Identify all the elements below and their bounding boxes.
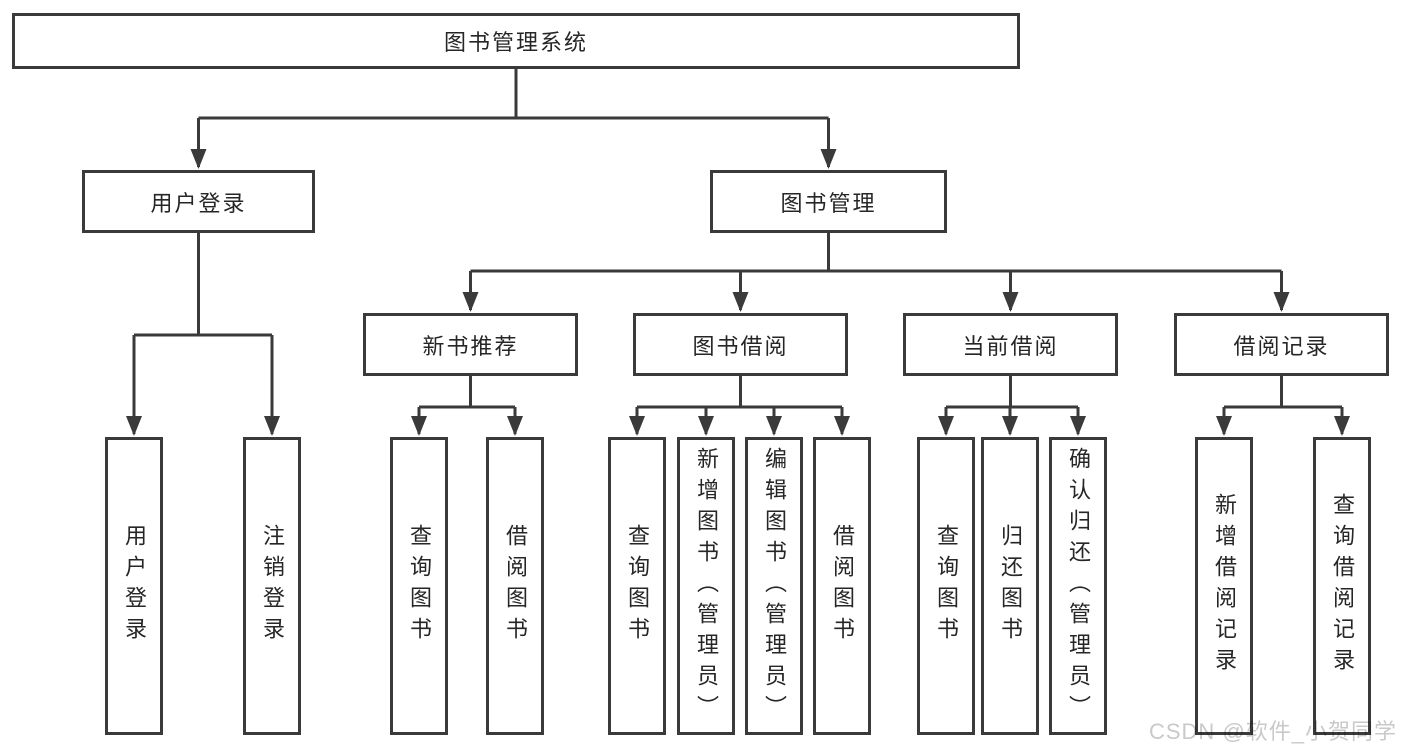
leaf-newbook-query-books: 查询图书 bbox=[390, 437, 448, 735]
connector-bookborrow-to-leaves bbox=[637, 376, 842, 409]
node-user-login: 用户登录 bbox=[82, 170, 315, 233]
node-borrow-records-label: 借阅记录 bbox=[1233, 333, 1330, 359]
leaf-add-borrow-record-label: 新增借阅记录 bbox=[1212, 493, 1237, 679]
leaf-query-borrow-record-label: 查询借阅记录 bbox=[1330, 493, 1355, 679]
leaf-user-login: 用户登录 bbox=[105, 437, 163, 735]
node-root: 图书管理系统 bbox=[12, 13, 1020, 69]
leaf-borrow-borrow-books-label: 借阅图书 bbox=[830, 524, 855, 648]
node-current-borrow-label: 当前借阅 bbox=[962, 333, 1059, 359]
leaf-edit-book-admin-label: 编辑图书（管理员） bbox=[762, 446, 787, 726]
leaf-logout-label: 注销登录 bbox=[260, 524, 285, 648]
leaf-confirm-return-admin-label: 确认归还（管理员） bbox=[1066, 446, 1091, 726]
connector-newbook-to-leaves bbox=[419, 376, 515, 409]
leaf-borrow-query-books-label: 查询图书 bbox=[625, 524, 650, 648]
node-book-management-label: 图书管理 bbox=[780, 190, 877, 216]
node-user-login-label: 用户登录 bbox=[150, 190, 247, 216]
connector-currentborrow-to-leaves bbox=[946, 376, 1078, 409]
node-current-borrow: 当前借阅 bbox=[903, 313, 1118, 376]
connector-root-to-level2 bbox=[198, 69, 829, 120]
leaf-return-book: 归还图书 bbox=[981, 437, 1039, 735]
leaf-add-book-admin: 新增图书（管理员） bbox=[677, 437, 735, 735]
leaf-user-login-label: 用户登录 bbox=[122, 524, 147, 648]
leaf-logout: 注销登录 bbox=[243, 437, 301, 735]
connector-records-to-leaves bbox=[1224, 376, 1342, 409]
leaf-current-query-books: 查询图书 bbox=[917, 437, 975, 735]
leaf-add-borrow-record: 新增借阅记录 bbox=[1195, 437, 1253, 735]
watermark: CSDN @软件_小贺同学 bbox=[1148, 719, 1397, 744]
leaf-borrow-borrow-books: 借阅图书 bbox=[813, 437, 871, 735]
node-book-borrow: 图书借阅 bbox=[633, 313, 848, 376]
connector-userlogin-to-leaves bbox=[134, 233, 272, 337]
leaf-query-borrow-record: 查询借阅记录 bbox=[1313, 437, 1371, 735]
node-book-management: 图书管理 bbox=[710, 170, 947, 233]
leaf-add-book-admin-label: 新增图书（管理员） bbox=[694, 446, 719, 726]
node-book-borrow-label: 图书借阅 bbox=[692, 333, 789, 359]
leaf-newbook-query-books-label: 查询图书 bbox=[407, 524, 432, 648]
node-root-label: 图书管理系统 bbox=[443, 30, 588, 55]
leaf-edit-book-admin: 编辑图书（管理员） bbox=[745, 437, 803, 735]
leaf-current-query-books-label: 查询图书 bbox=[934, 524, 959, 648]
leaf-confirm-return-admin: 确认归还（管理员） bbox=[1049, 437, 1107, 735]
leaf-newbook-borrow-books-label: 借阅图书 bbox=[503, 524, 528, 648]
node-new-book-recommend-label: 新书推荐 bbox=[422, 333, 519, 359]
connector-bookmgmt-to-level3 bbox=[470, 233, 1282, 273]
leaf-newbook-borrow-books: 借阅图书 bbox=[486, 437, 544, 735]
leaf-return-book-label: 归还图书 bbox=[998, 524, 1023, 648]
node-borrow-records: 借阅记录 bbox=[1174, 313, 1389, 376]
node-new-book-recommend: 新书推荐 bbox=[363, 313, 578, 376]
leaf-borrow-query-books: 查询图书 bbox=[608, 437, 666, 735]
